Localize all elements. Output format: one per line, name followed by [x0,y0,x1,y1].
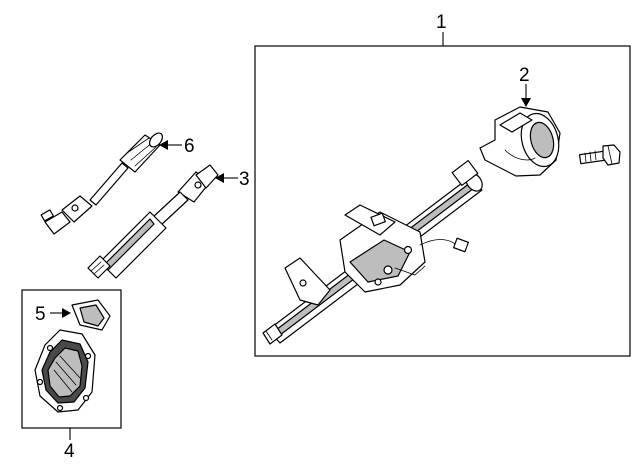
callout-5-arrow [62,308,71,318]
dust-seal[interactable] [34,329,96,413]
seal-collar[interactable] [71,299,111,331]
dust-seal-frame [21,289,122,429]
bolt[interactable] [578,144,621,166]
callout-3-arrow [215,173,224,183]
callout-5-label: 5 [35,304,46,325]
callout-6-arrow [159,140,168,150]
callout-3-label: 3 [239,169,250,190]
intermediate-shaft-upper[interactable] [40,131,165,235]
lock-housing[interactable] [479,106,564,177]
callout-1-label: 1 [436,12,447,33]
steering-column[interactable] [262,159,486,345]
callout-2-label: 2 [519,65,530,86]
callout-2-arrow [521,98,531,107]
callout-4-label: 4 [64,441,75,462]
lower-steering-shaft[interactable] [87,164,219,279]
callout-6-label: 6 [184,136,195,157]
